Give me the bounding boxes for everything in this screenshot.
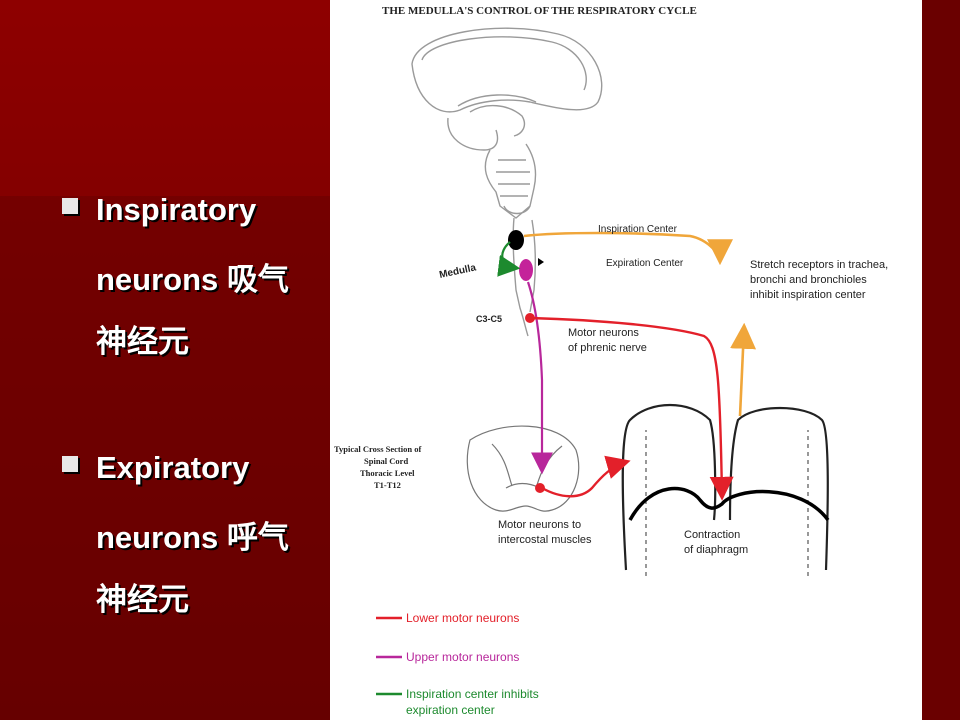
bullet-term: Expiratory [96,450,250,485]
spinal-cross-section [466,425,580,512]
label-phrenic-line-1: Motor neurons [568,327,639,339]
thorax-outline [621,403,829,576]
path-intercostal [541,455,631,498]
thoracic-dot [535,483,545,493]
label-intercostal-line-2: intercostal muscles [498,534,592,546]
label-cross-line-1: Typical Cross Section of [334,444,421,454]
legend-item-green-inhibit: Inspiration center inhibits expiration c… [376,687,539,717]
label-cross-line-4: T1-T12 [374,480,401,490]
path-phrenic [529,316,734,501]
slide-band [0,196,330,720]
bullet-line-2: neurons 呼气 [96,520,289,555]
legend: Lower motor neurons Upper motor neurons … [376,611,539,717]
legend-label: Inspiration center inhibits [406,687,539,701]
label-intercostal-line-1: Motor neurons to [498,519,581,531]
label-cross-line-2: Spinal Cord [364,456,408,466]
legend-label: Lower motor neurons [406,611,519,625]
legend-label: Upper motor neurons [406,650,519,664]
brain-outline [411,27,603,337]
label-expiration-center: Expiration Center [606,258,684,269]
label-stretch-line-1: Stretch receptors in trachea, [750,259,888,271]
bullet-line-3: 神经元 [96,324,189,359]
legend-label-line-2: expiration center [406,703,495,717]
path-stretch-feedback [730,322,757,417]
path-inspiration-to-feedback [523,231,733,266]
bullet-square-icon [62,198,78,214]
label-cross-line-3: Thoracic Level [360,468,415,478]
label-phrenic-line-2: of phrenic nerve [568,342,647,354]
bullet-term: Inspiratory [96,192,257,227]
c3c5-dot [525,313,535,323]
label-stretch-line-3: inhibit inspiration center [750,289,866,301]
bullet-inspiratory: Inspiratory neurons 吸气 神经元 [62,192,326,362]
respiratory-diagram: THE MEDULLA'S CONTROL OF THE RESPIRATORY… [334,5,888,717]
label-c3c5: C3-C5 [476,314,502,324]
legend-item-upper-motor: Upper motor neurons [376,650,519,664]
bullet-line-2: neurons 吸气 [96,262,289,297]
bullet-expiratory: Expiratory neurons 呼气 神经元 [62,450,326,620]
medulla-nuclei [508,230,544,281]
label-stretch-line-2: bronchi and bronchioles [750,274,867,286]
legend-item-lower-motor: Lower motor neurons [376,611,519,625]
slide-right-border [922,0,960,720]
label-diaphragm-line-1: Contraction [684,529,740,541]
diagram-title: THE MEDULLA'S CONTROL OF THE RESPIRATORY… [382,5,697,17]
path-upper-motor [526,281,553,475]
bullet-line-3: 神经元 [96,582,189,617]
label-diaphragm-line-2: of diaphragm [684,544,748,556]
diaphragm-line [628,486,830,522]
label-medulla: Medulla [438,262,477,281]
path-green-inhibit [497,241,521,277]
respiratory-control-figure: THE MEDULLA'S CONTROL OF THE RESPIRATORY… [330,0,922,720]
label-inspiration-center: Inspiration Center [598,224,678,235]
bullet-square-icon [62,456,78,472]
